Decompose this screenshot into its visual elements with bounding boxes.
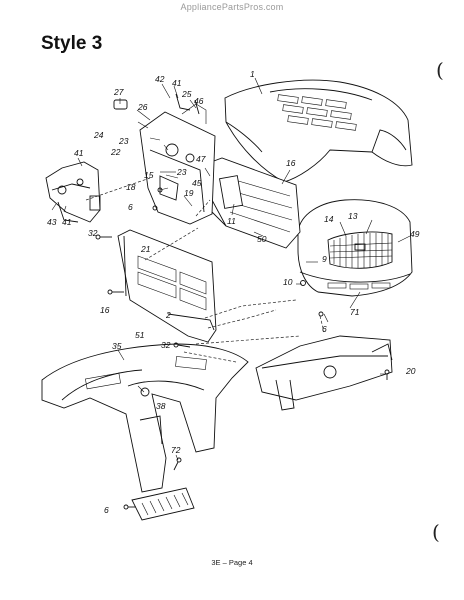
callout-32b: 32 [161,340,171,350]
page-title: Style 3 [41,33,103,54]
callout-23a: 23 [118,136,129,146]
callout-15: 15 [144,170,154,180]
callout-45: 45 [192,178,202,188]
callout-16a: 16 [286,158,296,168]
bracket-part [45,161,101,223]
callout-23b: 23 [176,167,187,177]
callout-2: 2 [165,310,171,320]
assembly-lines [85,177,325,363]
callout-32a: 32 [88,228,98,238]
callout-6b: 6 [322,324,327,334]
callout-14: 14 [324,214,334,224]
callout-9: 9 [322,254,327,264]
margin-mark-top: ( [436,58,444,82]
callout-11: 11 [227,216,236,226]
callout-16b: 16 [100,305,110,315]
side-panel-part [202,157,301,249]
callout-19: 19 [184,188,194,198]
callout-71: 71 [350,307,360,317]
callout-13: 13 [348,211,358,221]
front-panel-part [117,229,217,343]
callout-21: 21 [140,244,151,254]
part-callouts: 1 41 42 27 25 46 26 24 23 22 47 23 16 41… [47,69,420,515]
callout-27: 27 [113,87,124,97]
callout-43: 43 [47,217,57,227]
callout-1: 1 [250,69,255,79]
callout-18: 18 [126,182,136,192]
callout-46: 46 [194,96,204,106]
callout-72: 72 [171,445,181,455]
fender-part [41,343,249,493]
watermark: AppliancePartsPros.com [180,2,284,12]
grille-part [297,199,413,297]
callout-20: 20 [405,366,416,376]
callout-49: 49 [410,229,420,239]
callout-38: 38 [156,401,166,411]
callout-6c: 6 [104,505,109,515]
hood-part [224,79,413,183]
callout-35: 35 [112,341,122,351]
callout-6a: 6 [128,202,133,212]
frame-support-part [255,335,393,411]
callout-26: 26 [137,102,148,112]
callout-22: 22 [110,147,121,157]
leader-lines [51,77,411,461]
margin-mark-bottom: ( [432,520,440,544]
callout-41a: 41 [172,78,182,88]
fastener-bolts [95,187,390,510]
callout-24: 24 [93,130,104,140]
callout-50: 50 [257,234,267,244]
callout-47: 47 [196,154,206,164]
callout-10: 10 [283,277,293,287]
callout-42: 42 [155,74,165,84]
page-label: 3E – Page 4 [211,558,253,567]
step-plate-part [131,487,195,521]
callout-25: 25 [181,89,192,99]
callout-41b: 41 [74,148,84,158]
callout-51: 51 [135,330,145,340]
callout-41c: 41 [62,217,72,227]
